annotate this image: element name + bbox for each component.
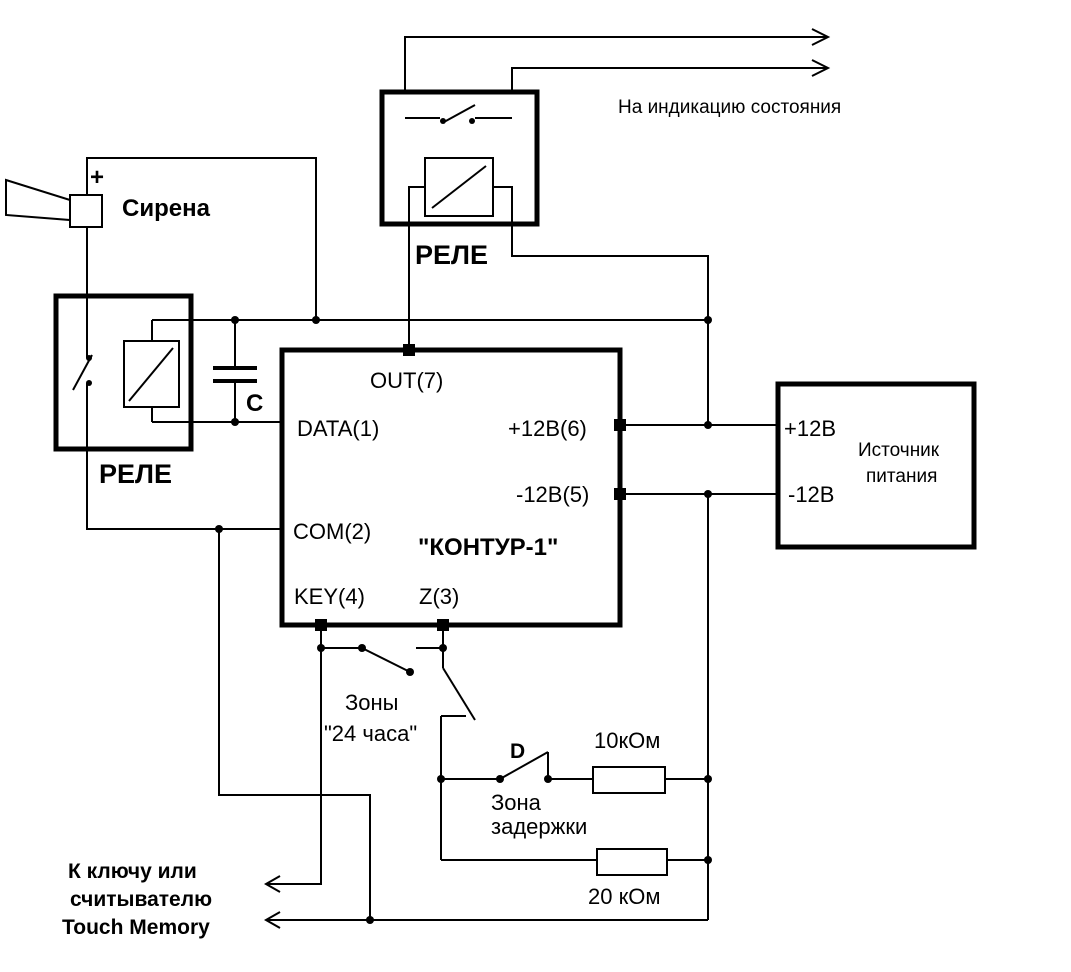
kontur-1-device bbox=[279, 347, 623, 628]
resistor-20k-label: 20 кОм bbox=[588, 884, 660, 909]
relay-top bbox=[379, 89, 709, 350]
relay-top-label: РЕЛЕ bbox=[415, 240, 488, 270]
pin-key4-label: KEY(4) bbox=[294, 584, 365, 609]
capacitor-label: C bbox=[246, 390, 263, 417]
resistor-10k-label: 10кОм bbox=[594, 728, 660, 753]
pin-z3-label: Z(3) bbox=[419, 584, 459, 609]
touch-memory-line1: К ключу или bbox=[68, 860, 197, 883]
pin-minus12-label: -12В(5) bbox=[516, 482, 589, 507]
zone-24h-switches bbox=[321, 625, 476, 860]
zone-delay-line2: задержки bbox=[491, 814, 587, 839]
key-wiring bbox=[263, 625, 708, 929]
device-name: "КОНТУР-1" bbox=[418, 534, 558, 561]
relay-left bbox=[53, 293, 194, 452]
relay-left-label: РЕЛЕ bbox=[99, 459, 172, 489]
pin-out7-label: OUT(7) bbox=[370, 368, 443, 393]
com-wiring bbox=[218, 529, 371, 920]
pin-com2-label: COM(2) bbox=[293, 519, 371, 544]
ps-title-line1: Источник bbox=[858, 440, 940, 461]
capacitor bbox=[213, 320, 257, 422]
junction-dots bbox=[215, 316, 712, 924]
ps-title-line2: питания bbox=[866, 466, 937, 487]
zone-delay-line1: Зона bbox=[491, 790, 542, 815]
touch-memory-line2: считывателю bbox=[70, 888, 212, 911]
pin-plus12-label: +12В(6) bbox=[508, 416, 587, 441]
pin-data1-label: DATA(1) bbox=[297, 416, 379, 441]
indication-label: На индикацию состояния bbox=[618, 97, 841, 118]
diode-label: D bbox=[510, 740, 525, 763]
siren-plus-label: + bbox=[90, 164, 104, 191]
zones-label-line1: Зоны bbox=[345, 690, 399, 715]
delay-zone bbox=[441, 751, 708, 876]
ps-plus-label: +12В bbox=[784, 416, 836, 441]
siren-label: Сирена bbox=[122, 195, 211, 222]
power-wiring bbox=[620, 424, 778, 920]
touch-memory-line3: Touch Memory bbox=[62, 916, 210, 939]
supply-bus bbox=[152, 319, 709, 425]
ps-minus-label: -12В bbox=[788, 482, 834, 507]
power-source-box bbox=[775, 381, 977, 550]
zones-label-line2: "24 часа" bbox=[324, 721, 417, 746]
